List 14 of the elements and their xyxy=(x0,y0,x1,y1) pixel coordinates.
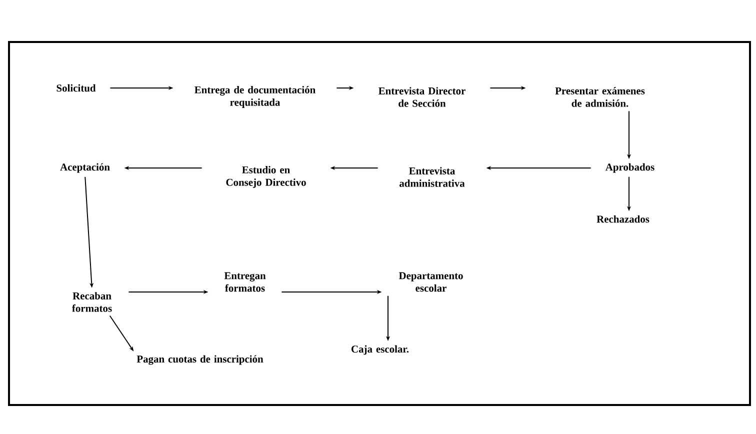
step-text: Presentar exámenes de admisión. xyxy=(555,87,645,107)
step-text: Recaban formatos xyxy=(72,292,112,312)
step-text: Estudio en Consejo Directivo xyxy=(226,166,306,188)
step-text: Aprobados xyxy=(606,163,654,173)
step-text: Aceptación xyxy=(60,163,110,173)
step-text: Solicitud xyxy=(56,84,96,92)
step-text: Entrevista administrativa xyxy=(400,167,465,187)
step-text: Rechazados xyxy=(596,215,650,223)
step-text: Caja escolar. xyxy=(352,345,409,355)
step-text: Entrevista Director de Sección xyxy=(378,87,466,107)
step-text: Entregan formatos xyxy=(224,272,266,292)
step-text: Pagan cuotas de inscripción xyxy=(136,355,264,365)
step-text: Entrega de documentación requisitada xyxy=(194,86,316,108)
step-text: Departamento escolar xyxy=(398,272,463,292)
